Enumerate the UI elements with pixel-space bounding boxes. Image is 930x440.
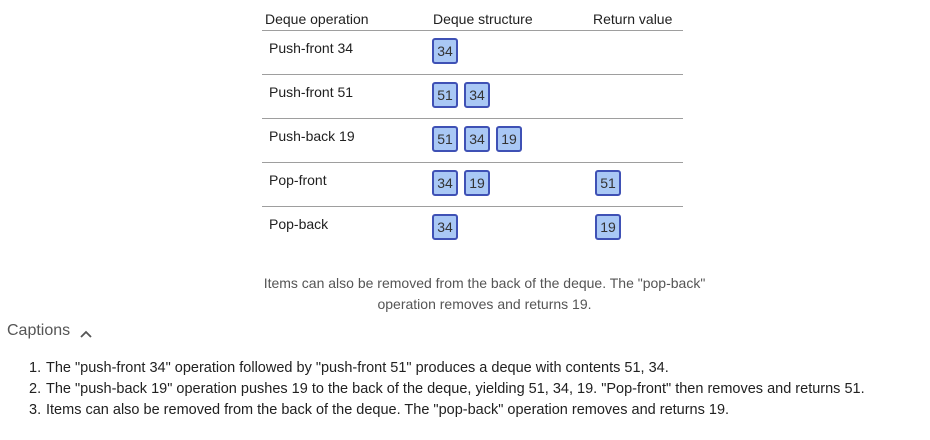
deque-item: 34: [464, 82, 490, 108]
caption-list: 1.The "push-front 34" operation followed…: [29, 358, 865, 421]
operation-label: Push-front 51: [269, 84, 354, 100]
caption-item: 2.The "push-back 19" operation pushes 19…: [29, 381, 865, 397]
captions-label: Captions: [7, 322, 71, 339]
deque-structure: 51 34: [432, 82, 490, 108]
deque-structure: 34 19: [432, 170, 490, 196]
table-row: Pop-back 34 19: [262, 207, 683, 250]
deque-structure: 34: [432, 38, 458, 64]
deque-item: 34: [432, 38, 458, 64]
caption-item: 3.Items can also be removed from the bac…: [29, 402, 730, 418]
operation-label: Push-back 19: [269, 128, 355, 144]
deque-item: 51: [432, 126, 458, 152]
caption-item: 1.The "push-front 34" operation followed…: [29, 360, 669, 376]
table-row: Push-front 51 51 34: [262, 75, 683, 119]
deque-item: 34: [432, 170, 458, 196]
operation-label: Pop-back: [269, 216, 329, 232]
chevron-up-icon[interactable]: [80, 326, 92, 338]
header-operation: Deque operation: [265, 11, 369, 27]
step-caption: Items can also be removed from the back …: [263, 275, 706, 312]
operation-label: Pop-front: [269, 172, 327, 188]
deque-item: 34: [464, 126, 490, 152]
table-header: Deque operation Deque structure Return v…: [262, 0, 683, 31]
operation-label: Push-front 34: [269, 40, 354, 56]
table-row: Pop-front 34 19 51: [262, 163, 683, 207]
deque-structure: 51 34 19: [432, 126, 522, 152]
header-return: Return value: [593, 11, 673, 27]
deque-item: 34: [432, 214, 458, 240]
table-row: Push-front 34 34: [262, 31, 683, 75]
deque-item: 19: [496, 126, 522, 152]
deque-structure: 34: [432, 214, 458, 240]
table-row: Push-back 19 51 34 19: [262, 119, 683, 163]
return-value: 51: [595, 170, 621, 196]
captions-toggle[interactable]: Captions: [7, 322, 92, 340]
return-value: 19: [595, 214, 621, 240]
deque-item: 19: [464, 170, 490, 196]
deque-item: 51: [432, 82, 458, 108]
deque-operations-table: Deque operation Deque structure Return v…: [262, 0, 683, 250]
header-structure: Deque structure: [433, 11, 533, 27]
